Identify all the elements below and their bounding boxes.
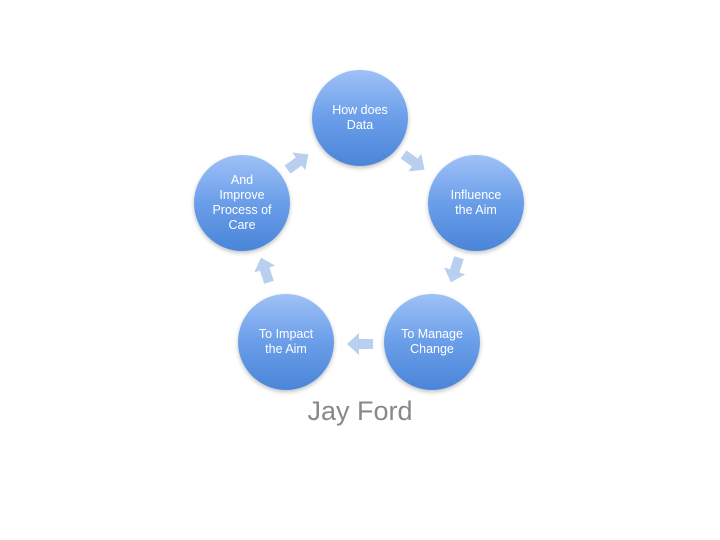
cycle-node-influence-the-aim: Influence the Aim (428, 155, 524, 251)
cycle-node-to-impact-the-aim: To Impact the Aim (238, 294, 334, 390)
arrow-icon (347, 333, 373, 355)
author-name: Jay Ford (307, 396, 413, 426)
cycle-node-how-does-data: How does Data (312, 70, 408, 166)
arrow-icon (254, 257, 276, 284)
arrow-icon (444, 256, 466, 283)
cycle-node-improve-process-of-care: And Improve Process of Care (194, 155, 290, 251)
cycle-node-to-manage-change: To Manage Change (384, 294, 480, 390)
arrow-icon (284, 152, 309, 174)
arrow-icon (400, 150, 425, 172)
